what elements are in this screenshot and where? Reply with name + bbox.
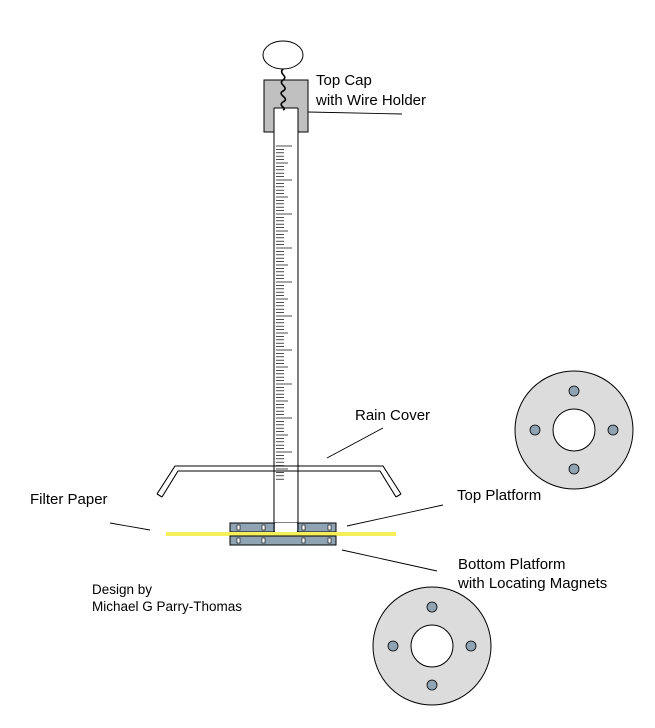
- magnet-icon: [529, 424, 541, 436]
- bottom-platform-label: Bottom Platform: [458, 556, 566, 573]
- magnet-icon: [607, 424, 619, 436]
- filter-paper-label: Filter Paper: [30, 491, 108, 508]
- filter-paper: [166, 532, 396, 536]
- magnet-disc-bottom-view: [372, 586, 492, 706]
- platform-disc-top-view: [514, 370, 634, 490]
- top-cap-label-line2: with Wire Holder: [315, 92, 426, 109]
- magnet-icon: [465, 640, 477, 652]
- magnet-icon: [568, 463, 580, 475]
- twisted-wire-icon: [280, 68, 287, 111]
- magnet-icon: [387, 640, 399, 652]
- magnet-icon: [426, 679, 438, 691]
- bottom-platform-label-line2: with Locating Magnets: [457, 575, 607, 592]
- tube-scale-ticks: [276, 145, 292, 480]
- magnet-icon: [568, 385, 580, 397]
- magnet-icon: [426, 601, 438, 613]
- credit-author: Michael G Parry-Thomas: [92, 599, 242, 614]
- rain-cover-label: Rain Cover: [355, 407, 430, 424]
- top-cap: [263, 79, 309, 134]
- measuring-tube: [273, 132, 299, 523]
- top-platform-label: Top Platform: [457, 487, 541, 504]
- leader-lines: [109, 111, 444, 572]
- balloon-ellipse: [262, 40, 304, 70]
- credit-label: Design by: [92, 582, 152, 597]
- rain-cover-inner: [161, 470, 397, 498]
- bottom-platform: [229, 535, 337, 546]
- top-cap-label: Top Cap: [316, 72, 372, 89]
- rain-cover: [156, 465, 402, 495]
